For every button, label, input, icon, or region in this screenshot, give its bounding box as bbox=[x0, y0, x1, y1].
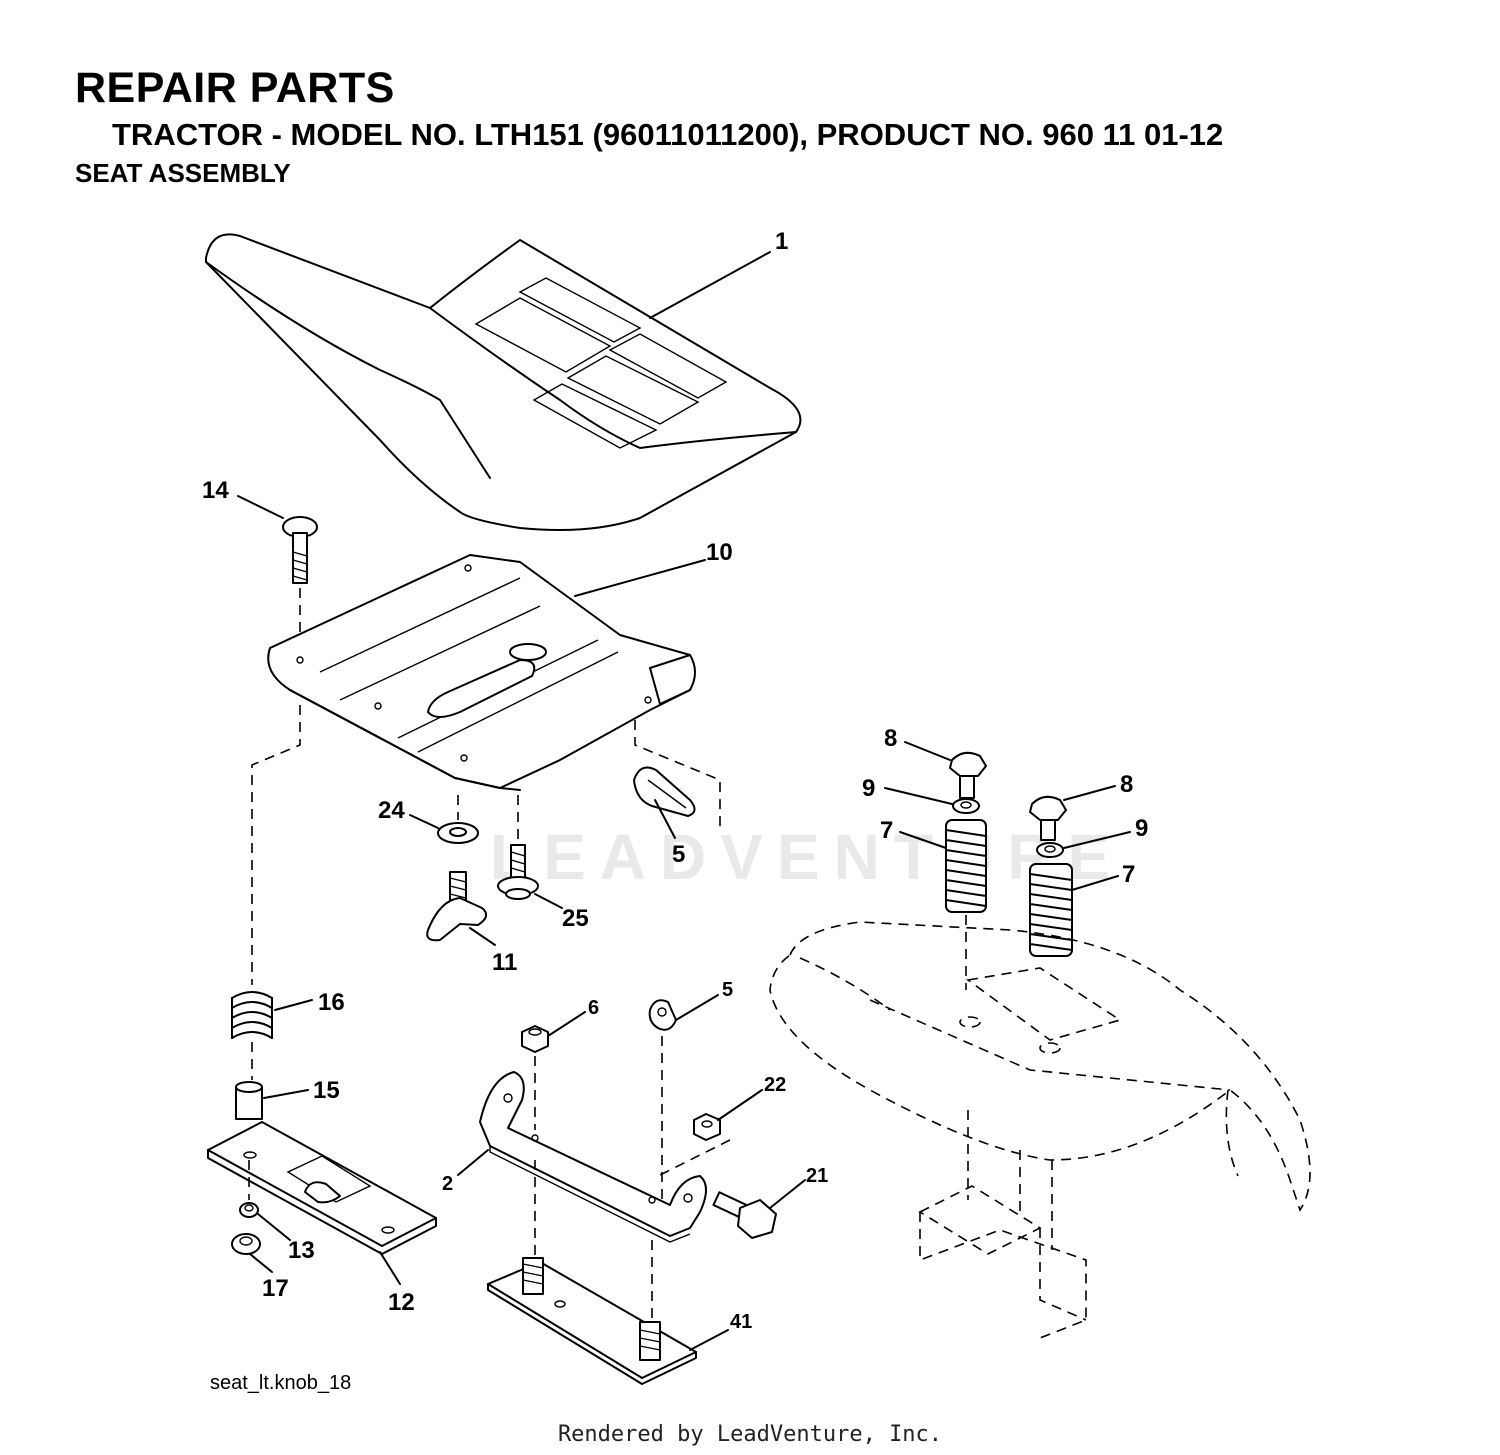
callout-5-lower: 5 bbox=[722, 979, 733, 1001]
callout-7-left: 7 bbox=[880, 817, 893, 844]
part-shoulder-bolt bbox=[497, 844, 539, 900]
watermark: LEADVENTURE bbox=[490, 821, 1125, 893]
callout-22: 22 bbox=[764, 1074, 786, 1096]
model-subtitle: TRACTOR - MODEL NO. LTH151 (96011011200)… bbox=[112, 117, 1224, 152]
callout-13: 13 bbox=[288, 1237, 315, 1264]
part-spacer bbox=[235, 1081, 263, 1120]
footer-credit: Rendered by LeadVenture, Inc. bbox=[557, 1422, 943, 1447]
part-frame-reference bbox=[918, 1185, 1087, 1339]
part-clip-lower bbox=[648, 999, 677, 1031]
part-knob bbox=[426, 871, 488, 942]
part-seat-bracket bbox=[479, 1071, 707, 1243]
callout-41: 41 bbox=[730, 1311, 752, 1333]
part-fender-reference bbox=[769, 921, 1311, 1212]
callout-21: 21 bbox=[806, 1165, 828, 1187]
callout-1: 1 bbox=[775, 228, 788, 255]
section-title: SEAT ASSEMBLY bbox=[75, 158, 291, 188]
part-knob-8-right bbox=[1029, 795, 1067, 841]
part-spring-small bbox=[231, 991, 273, 1039]
part-washer-9-left bbox=[952, 798, 980, 814]
part-carriage-bolt bbox=[282, 516, 318, 584]
callout-12: 12 bbox=[388, 1289, 415, 1316]
part-spring-7-right bbox=[1029, 863, 1073, 957]
part-nut-22 bbox=[693, 1113, 721, 1141]
callout-2: 2 bbox=[442, 1173, 453, 1195]
diagram-filename: seat_lt.knob_18 bbox=[210, 1372, 352, 1394]
part-bolt-21 bbox=[712, 1191, 777, 1239]
callout-5-upper: 5 bbox=[672, 841, 685, 868]
part-bracket-plate bbox=[207, 1121, 437, 1255]
part-seat-pan bbox=[267, 554, 696, 791]
callout-11: 11 bbox=[492, 949, 517, 976]
callout-17: 17 bbox=[262, 1275, 289, 1302]
callout-14: 14 bbox=[202, 477, 229, 504]
part-knob-8-left bbox=[949, 751, 987, 799]
part-spring-7-left bbox=[945, 819, 987, 913]
callout-15: 15 bbox=[313, 1077, 340, 1104]
callout-16: 16 bbox=[318, 989, 345, 1016]
part-nut-13 bbox=[239, 1202, 259, 1218]
callout-6: 6 bbox=[588, 997, 599, 1019]
part-nut-17 bbox=[231, 1233, 261, 1255]
callout-8-right: 8 bbox=[1120, 771, 1133, 798]
part-stud-plate bbox=[487, 1257, 697, 1385]
part-washer bbox=[437, 822, 479, 844]
page-title: REPAIR PARTS bbox=[75, 64, 395, 112]
callout-10: 10 bbox=[706, 539, 733, 566]
part-nut-6 bbox=[521, 1025, 549, 1053]
callout-9-right: 9 bbox=[1135, 815, 1148, 842]
callout-8-left: 8 bbox=[884, 725, 897, 752]
callout-9-left: 9 bbox=[862, 775, 875, 802]
part-washer-9-right bbox=[1036, 842, 1064, 858]
callout-25: 25 bbox=[562, 905, 589, 932]
part-seat bbox=[205, 233, 802, 531]
callout-7-right: 7 bbox=[1122, 861, 1135, 888]
callout-24: 24 bbox=[378, 797, 405, 824]
part-clip-upper bbox=[633, 766, 696, 817]
